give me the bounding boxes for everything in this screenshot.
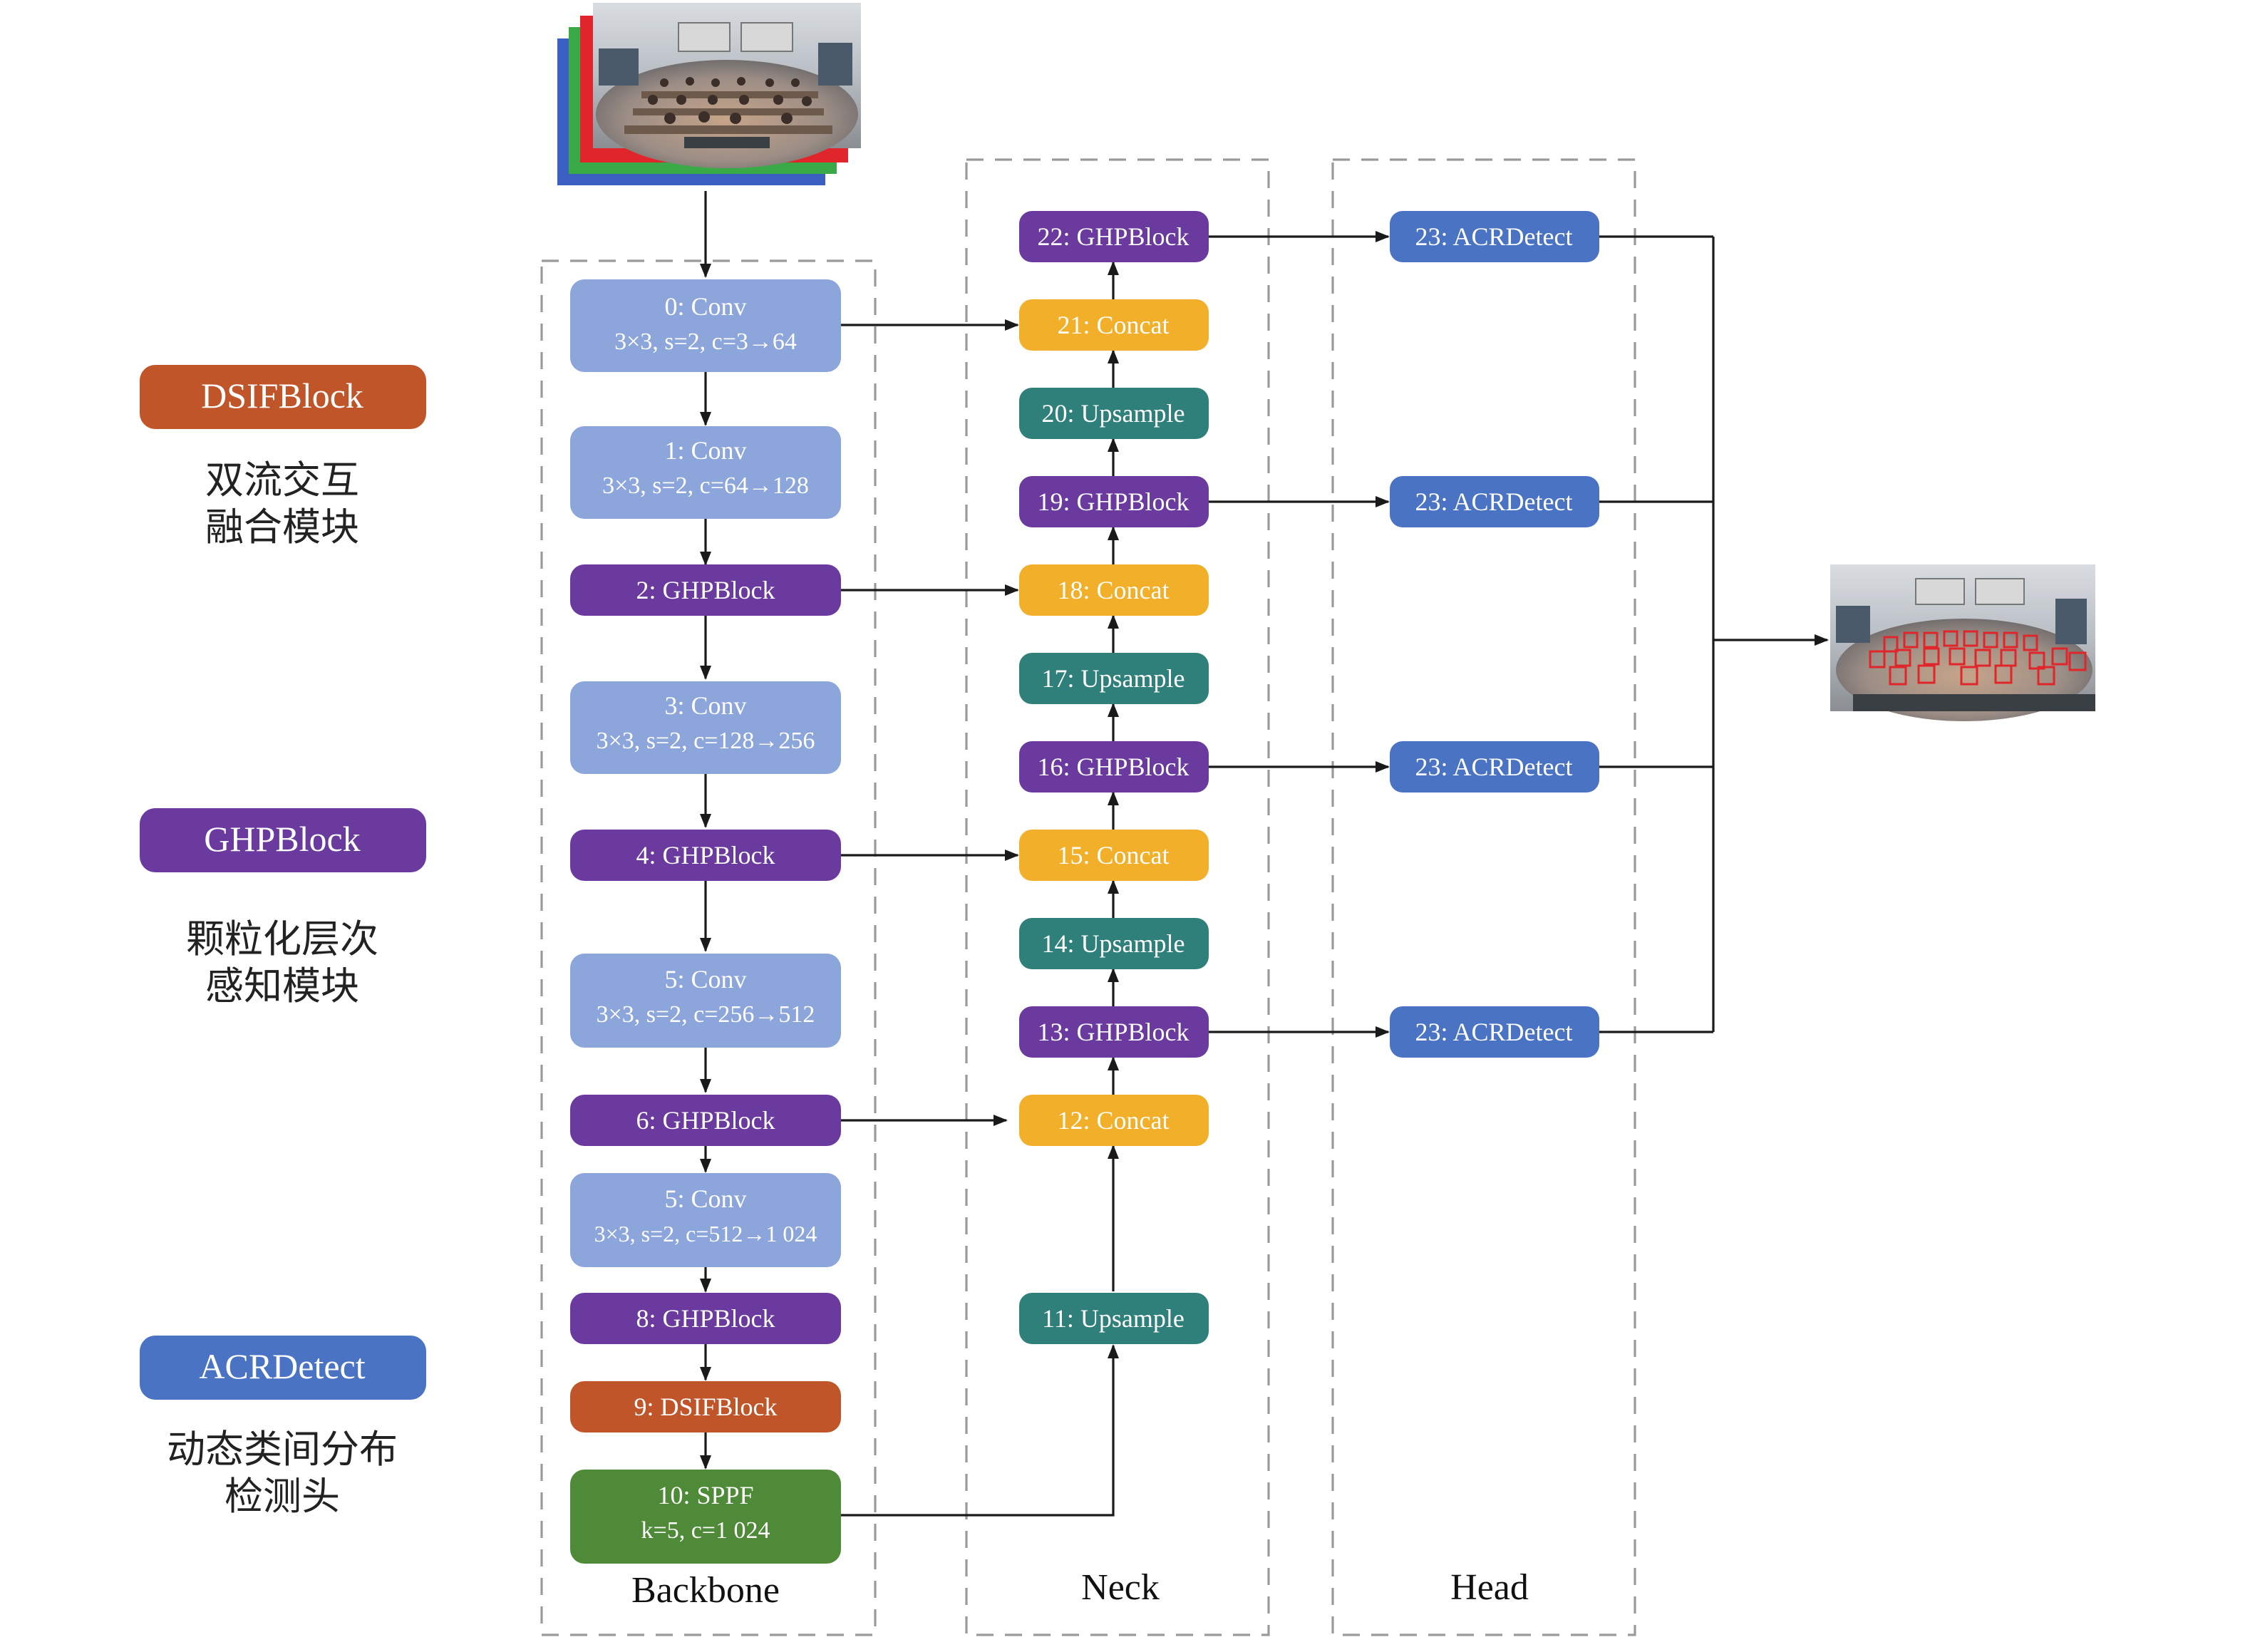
node-b7-title: 5: Conv — [664, 1184, 746, 1213]
legend-dsifblock-label: DSIFBlock — [201, 376, 363, 415]
node-b6-title: 6: GHPBlock — [636, 1106, 775, 1135]
node-b6-ghpblock: 6: GHPBlock — [570, 1095, 841, 1146]
node-b0-title: 0: Conv — [664, 292, 746, 321]
backbone-nodes: 0: Conv 3×3, s=2, c=3→64 1: Conv 3×3, s=… — [570, 279, 841, 1564]
backbone-label: Backbone — [631, 1570, 780, 1611]
node-n19-ghpblock: 19: GHPBlock — [1019, 476, 1209, 527]
legend-dsifblock-desc-line1: 双流交互 — [205, 459, 359, 502]
node-b10-params: k=5, c=1 024 — [641, 1517, 770, 1544]
node-b10-sppf: 10: SPPF k=5, c=1 024 — [570, 1470, 841, 1564]
edge-b10-n11 — [841, 1344, 1119, 1517]
output-detection-image — [1830, 564, 2095, 721]
legend-acrdetect-label: ACRDetect — [199, 1346, 365, 1386]
node-n17-title: 17: Upsample — [1042, 664, 1185, 693]
node-b7-conv: 5: Conv 3×3, s=2, c=512→1 024 — [570, 1173, 841, 1267]
node-n11-upsample: 11: Upsample — [1019, 1293, 1209, 1344]
node-h4-title: 23: ACRDetect — [1415, 1018, 1573, 1046]
node-h2-acrdetect: 23: ACRDetect — [1390, 476, 1599, 527]
node-n16-title: 16: GHPBlock — [1037, 753, 1189, 781]
node-n12-concat: 12: Concat — [1019, 1095, 1209, 1146]
node-n22-title: 22: GHPBlock — [1037, 222, 1189, 251]
node-n13-title: 13: GHPBlock — [1037, 1018, 1189, 1046]
node-n12-title: 12: Concat — [1058, 1106, 1170, 1135]
node-n20-upsample: 20: Upsample — [1019, 388, 1209, 439]
legend-dsifblock-chip — [140, 365, 426, 429]
node-n18-concat: 18: Concat — [1019, 564, 1209, 616]
node-b1-title: 1: Conv — [664, 436, 746, 465]
node-b8-ghpblock: 8: GHPBlock — [570, 1293, 841, 1344]
neck-frame — [965, 158, 1270, 1636]
node-n14-title: 14: Upsample — [1042, 929, 1185, 958]
input-image-stack — [557, 3, 861, 185]
node-b3-title: 3: Conv — [664, 691, 746, 720]
node-b1-params: 3×3, s=2, c=64→128 — [602, 473, 809, 499]
node-n21-concat: 21: Concat — [1019, 299, 1209, 351]
legend-acrdetect-desc-line2: 检测头 — [224, 1475, 340, 1518]
legend-acrdetect-chip — [140, 1336, 426, 1400]
node-n14-upsample: 14: Upsample — [1019, 918, 1209, 969]
node-n16-ghpblock: 16: GHPBlock — [1019, 741, 1209, 793]
legend-ghpblock-chip — [140, 808, 426, 872]
node-h2-title: 23: ACRDetect — [1415, 487, 1573, 516]
node-b2-title: 2: GHPBlock — [636, 576, 775, 604]
node-h3-title: 23: ACRDetect — [1415, 753, 1573, 781]
node-n22-ghpblock: 22: GHPBlock — [1019, 211, 1209, 262]
node-n19-title: 19: GHPBlock — [1037, 487, 1189, 516]
node-b4-title: 4: GHPBlock — [636, 841, 775, 869]
node-n20-title: 20: Upsample — [1042, 399, 1185, 428]
node-b5-title: 5: Conv — [664, 965, 746, 993]
node-b4-ghpblock: 4: GHPBlock — [570, 830, 841, 881]
node-b5-conv: 5: Conv 3×3, s=2, c=256→512 — [570, 954, 841, 1048]
head-label: Head — [1450, 1567, 1529, 1608]
node-b3-params: 3×3, s=2, c=128→256 — [597, 728, 815, 754]
node-b0-conv: 0: Conv 3×3, s=2, c=3→64 — [570, 279, 841, 372]
node-b7-params: 3×3, s=2, c=512→1 024 — [594, 1221, 817, 1246]
node-b3-conv: 3: Conv 3×3, s=2, c=128→256 — [570, 681, 841, 774]
node-b10-title: 10: SPPF — [657, 1481, 753, 1509]
legend-ghpblock-label: GHPBlock — [204, 819, 360, 859]
node-h4-acrdetect: 23: ACRDetect — [1390, 1006, 1599, 1058]
head-nodes: 23: ACRDetect 23: ACRDetect 23: ACRDetec… — [1390, 211, 1599, 1058]
node-b0-params: 3×3, s=2, c=3→64 — [614, 329, 797, 355]
node-n15-concat: 15: Concat — [1019, 830, 1209, 881]
node-b9-title: 9: DSIFBlock — [634, 1393, 777, 1421]
connections — [700, 191, 1829, 1517]
detection-boxes — [1869, 630, 2087, 686]
neck-nodes: 22: GHPBlock 21: Concat 20: Upsample 19:… — [1019, 211, 1209, 1344]
node-b1-conv: 1: Conv 3×3, s=2, c=64→128 — [570, 426, 841, 519]
node-b5-params: 3×3, s=2, c=256→512 — [597, 1001, 815, 1028]
node-h1-title: 23: ACRDetect — [1415, 222, 1573, 251]
neck-label: Neck — [1081, 1567, 1160, 1608]
head-frame — [1331, 158, 1636, 1636]
legend-ghpblock-desc-line1: 颗粒化层次 — [186, 918, 378, 961]
legend-ghpblock-desc-line2: 感知模块 — [205, 965, 359, 1008]
node-n11-title: 11: Upsample — [1042, 1304, 1185, 1333]
node-b8-title: 8: GHPBlock — [636, 1304, 775, 1333]
node-b2-ghpblock: 2: GHPBlock — [570, 564, 841, 616]
node-b9-dsifblock: 9: DSIFBlock — [570, 1381, 841, 1432]
node-n13-ghpblock: 13: GHPBlock — [1019, 1006, 1209, 1058]
legend: DSIFBlock 双流交互 融合模块 GHPBlock 颗粒化层次 感知模块 … — [140, 365, 426, 1518]
node-n17-upsample: 17: Upsample — [1019, 653, 1209, 704]
legend-acrdetect: ACRDetect 动态类间分布 检测头 — [140, 1336, 426, 1518]
legend-acrdetect-desc-line1: 动态类间分布 — [167, 1428, 398, 1471]
node-n21-title: 21: Concat — [1058, 311, 1170, 339]
node-h1-acrdetect: 23: ACRDetect — [1390, 211, 1599, 262]
node-n18-title: 18: Concat — [1058, 576, 1170, 604]
legend-dsifblock-desc-line2: 融合模块 — [205, 506, 359, 549]
node-h3-acrdetect: 23: ACRDetect — [1390, 741, 1599, 793]
input-classroom-image — [593, 3, 861, 168]
node-n15-title: 15: Concat — [1058, 841, 1170, 869]
legend-dsifblock: DSIFBlock 双流交互 融合模块 — [140, 365, 426, 549]
legend-ghpblock: GHPBlock 颗粒化层次 感知模块 — [140, 808, 426, 1008]
